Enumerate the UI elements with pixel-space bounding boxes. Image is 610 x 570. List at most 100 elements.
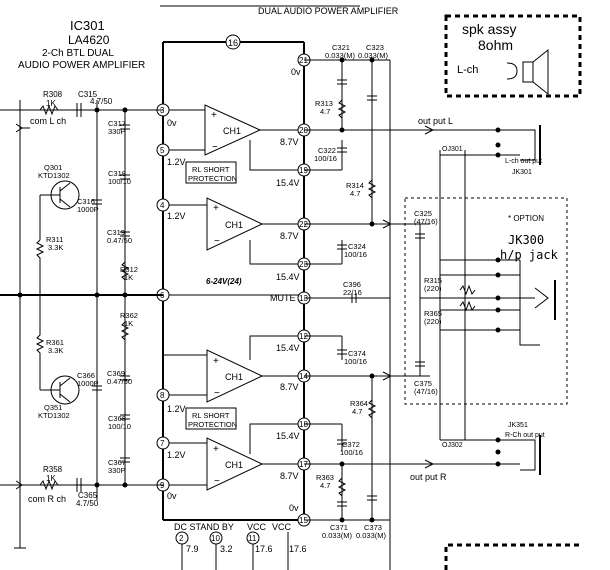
volt-4: 1.2V xyxy=(167,211,186,221)
pin-15: 15 xyxy=(299,516,308,525)
r311-value: 3.3K xyxy=(48,243,63,252)
volt-20: 8.7V xyxy=(280,137,299,147)
r363-value: 4.7 xyxy=(320,481,330,490)
output-l-label: out put L xyxy=(418,116,453,126)
c367-label: C367 xyxy=(108,458,126,467)
ic-part: LA4620 xyxy=(68,33,110,47)
r312-value: 1K xyxy=(124,273,133,282)
r365-value: (220) xyxy=(424,317,442,326)
c365-value: 4.7/50 xyxy=(76,499,99,508)
pin-13: 13 xyxy=(299,294,308,303)
svg-text:+: + xyxy=(213,356,219,367)
c375-value: (47/16) xyxy=(414,387,438,396)
oj302-label: OJ302 xyxy=(442,442,463,449)
c371-value: 0.033(M) xyxy=(322,531,353,540)
amp-2: + − CH1 xyxy=(206,197,264,251)
dc-standby-label: DC STAND BY xyxy=(174,522,234,532)
c374-label: C374 xyxy=(348,349,366,358)
c369-value: 0.47/50 xyxy=(107,377,132,386)
volt-7: 1.2V xyxy=(167,450,186,460)
pin-22: 22 xyxy=(299,220,308,229)
c317-label: C317 xyxy=(108,119,126,128)
c375-label: C375 xyxy=(414,379,432,388)
c317-value: 330P xyxy=(108,127,126,136)
option-box xyxy=(404,197,568,405)
volt-22: 8.7V xyxy=(280,231,299,241)
c325-label: C325 xyxy=(414,209,432,218)
r315-label: R315 xyxy=(424,276,442,285)
r364-label: R364 xyxy=(350,399,368,408)
mute-label: MUTE xyxy=(270,293,296,303)
com-r-ch-label: com R ch xyxy=(28,494,66,504)
protection-box-2: RL SHORT PROTECTION xyxy=(185,407,237,430)
svg-text:−: − xyxy=(214,388,220,399)
oj301-label: OJ301 xyxy=(442,146,463,153)
volt-17: 8.7V xyxy=(280,471,299,481)
r314-label: R314 xyxy=(346,181,364,190)
pin-21: 21 xyxy=(299,56,308,65)
protect2-l1: RL SHORT xyxy=(192,411,230,420)
ic-desc1: 2-Ch BTL DUAL xyxy=(42,48,114,59)
volt-3: 0v xyxy=(167,118,177,128)
svg-text:−: − xyxy=(212,142,218,153)
amp-4-label: CH1 xyxy=(225,460,243,470)
pin-20: 20 xyxy=(299,126,308,135)
pin-2: 2 xyxy=(179,534,184,543)
pin-16-label: 16 xyxy=(228,38,238,48)
pin-19: 19 xyxy=(299,166,308,175)
ic-desc2: AUDIO POWER AMPLIFIER xyxy=(18,60,145,71)
jk351-label: JK351 xyxy=(508,422,528,429)
pin-8: 8 xyxy=(160,391,165,400)
r362-label: R362 xyxy=(120,311,138,320)
ic-ref: IC301 xyxy=(70,18,105,33)
pin-18: 18 xyxy=(299,420,308,429)
pin-5: 5 xyxy=(160,146,165,155)
r313-value: 4.7 xyxy=(320,107,330,116)
amp-2-label: CH1 xyxy=(225,220,243,230)
c318-label: C318 xyxy=(108,169,126,178)
volt-9: 0v xyxy=(167,491,177,501)
volt-21: 0v xyxy=(291,67,301,77)
q301-label: Q301 xyxy=(44,163,62,172)
jk300-desc: h/p jack xyxy=(500,248,559,262)
c323-value: 0.033(M) xyxy=(358,51,389,60)
c366-value: 1000P xyxy=(77,379,99,388)
transistor-q351 xyxy=(40,375,80,405)
r314-value: 4.7 xyxy=(350,189,360,198)
svg-text:+: + xyxy=(213,203,219,214)
jk301-desc: L-ch out put xyxy=(505,158,542,165)
c315-value: 4.7/50 xyxy=(90,97,113,106)
r364-value: 4.7 xyxy=(352,407,362,416)
r308-value: 1K xyxy=(46,99,56,108)
svg-text:−: − xyxy=(214,236,220,247)
c396-value: 22/16 xyxy=(343,288,362,297)
c374-value: 100/16 xyxy=(344,357,367,366)
dc-volt-2: 7.9 xyxy=(186,544,199,554)
c371-label: C371 xyxy=(330,523,348,532)
volt-15: 0v xyxy=(289,503,299,513)
jk351-desc: R-Ch out put xyxy=(505,432,545,439)
r361-value: 3.3K xyxy=(48,346,63,355)
volt-19: 15.4V xyxy=(276,178,300,188)
speaker-box xyxy=(444,14,582,98)
r315-value: (220) xyxy=(424,284,442,293)
amp-3-label: CH1 xyxy=(225,372,243,382)
volt-23: 15.4V xyxy=(276,272,300,282)
vcc1-label: VCC xyxy=(247,522,267,532)
top-partial-text: DUAL AUDIO POWER AMPLIFIER xyxy=(258,6,399,16)
r358-label: R358 xyxy=(43,465,63,474)
c318-value: 100/10 xyxy=(108,177,131,186)
r358-value: 1K xyxy=(46,474,56,483)
volt-12: 15.4V xyxy=(276,343,300,353)
c372-value: 100/16 xyxy=(340,448,363,457)
q351-label: Q351 xyxy=(44,403,62,412)
speaker-coil-icon xyxy=(506,62,518,80)
r312-label: R312 xyxy=(120,265,138,274)
amp-3: + − CH1 xyxy=(206,349,264,403)
dc-volt-10: 3.2 xyxy=(220,544,233,554)
protect1-l1: RL SHORT xyxy=(192,165,230,174)
protect2-l2: PROTECTION xyxy=(188,420,237,429)
c319-value: 0.47/50 xyxy=(107,236,132,245)
protection-box-1: RL SHORT PROTECTION xyxy=(185,161,237,184)
